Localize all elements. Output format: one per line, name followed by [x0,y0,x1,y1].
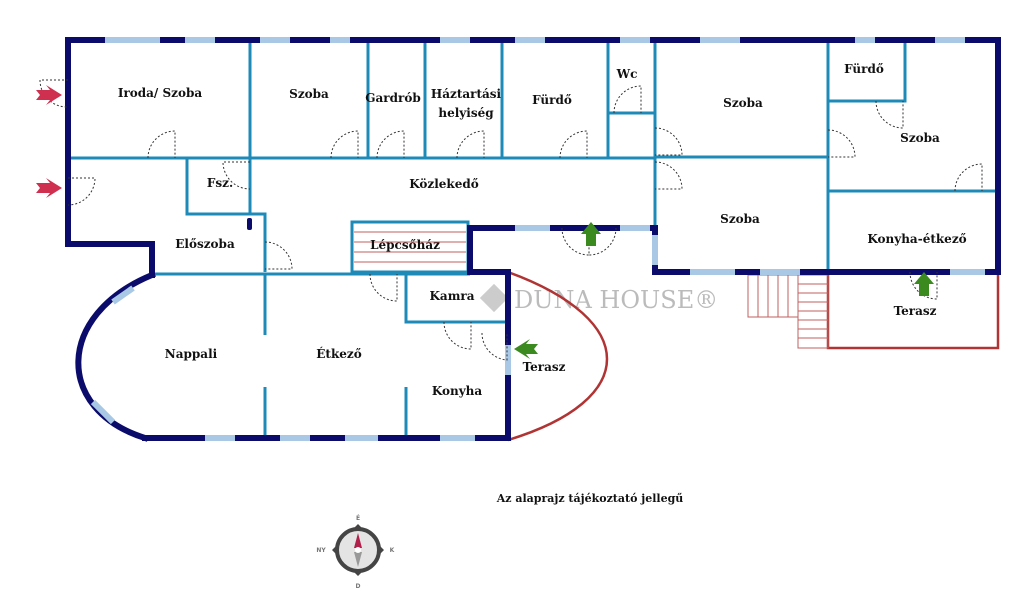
compass-west: NY [316,547,326,554]
disclaimer-note: Az alaprajz tájékoztató jellegű [496,492,684,505]
room-label-iroda: Iroda/ Szoba [118,86,203,100]
room-label-fsz: Fsz. [207,176,233,190]
room-label-szoba: Szoba [720,212,760,226]
entrance-arrow-icon [36,85,62,105]
room-label-kozlekedo: Közlekedő [409,177,479,191]
watermark-text: DUNA HOUSE® [514,286,718,314]
interior-walls [68,40,998,438]
room-label-gardrob: Gardrób [365,91,420,105]
room-label-nappali: Nappali [165,347,218,361]
compass-south: D [356,583,361,590]
room-label-konyha-etkezo: Konyha-étkező [867,232,966,246]
terrace-access-arrow-icon [914,272,934,296]
watermark: DUNA HOUSE® [479,283,718,314]
terrace-access-arrow-icon [581,222,601,246]
room-label-lepcsohaz: Lépcsőház [370,238,440,252]
room-label-etkezo: Étkező [316,346,361,361]
room-label-furdo: Fürdő [844,62,884,76]
room-label-terasz: Terasz [894,304,937,318]
exterior-stairs [747,274,829,349]
compass-north: É [356,514,360,522]
room-label-szoba: Szoba [289,87,329,101]
terrace-curved-outline [507,270,608,442]
room-label-wc: Wc [616,67,638,81]
exterior-walls [65,37,1001,442]
compass-east: K [390,547,395,554]
room-label-konyha: Konyha [432,384,483,398]
room-label-szoba: Szoba [723,96,763,110]
room-label-furdo: Fürdő [532,93,572,107]
terrace-access-arrow-icon [514,339,538,359]
entrance-arrow-icon [36,178,62,198]
room-label-helyiseg: helyiség [438,106,494,120]
room-label-szoba: Szoba [900,131,940,145]
room-label-haztartasi: Háztartási [431,87,502,101]
room-label-kamra: Kamra [430,289,475,303]
doors [39,79,983,361]
room-label-terasz: Terasz [523,360,566,374]
compass-icon: É D K NY [316,514,394,590]
room-label-eloszoba: Előszoba [175,237,235,251]
